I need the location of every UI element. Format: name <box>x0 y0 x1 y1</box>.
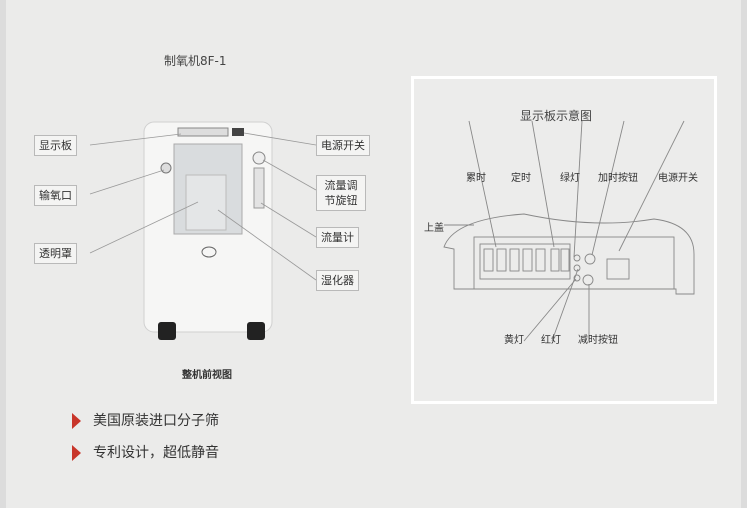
feature-item: 专利设计，超低静音 <box>72 442 219 462</box>
device-caption: 整机前视图 <box>182 370 232 381</box>
panel-drawing <box>443 120 695 342</box>
label-red-light: 红灯 <box>541 335 561 346</box>
feature-item: 美国原装进口分子筛 <box>72 410 219 430</box>
label-add-time-button: 加时按钮 <box>598 173 638 184</box>
feature-text: 专利设计，超低静音 <box>93 445 219 461</box>
label-timer: 定时 <box>511 173 531 184</box>
display-panel-diagram: 显示板示意图 累时 定时 绿灯 加时按钮 电源开关 上盖 黄灯 红灯 减时按钮 <box>411 76 717 404</box>
label-display-panel: 显示板 <box>34 135 77 156</box>
label-oxygen-outlet: 输氧口 <box>34 185 77 206</box>
label-flow-knob: 流量调节旋钮 <box>316 175 366 211</box>
label-green-light: 绿灯 <box>560 173 580 184</box>
label-transparent-cover: 透明罩 <box>34 243 77 264</box>
label-cumulative-time: 累时 <box>466 173 486 184</box>
label-minus-time-button: 减时按钮 <box>578 335 618 346</box>
label-top-cover: 上盖 <box>424 223 444 234</box>
label-power-switch-panel: 电源开关 <box>658 173 698 184</box>
panel-title: 显示板示意图 <box>520 109 593 123</box>
label-yellow-light: 黄灯 <box>504 335 524 346</box>
model-title: 制氧机8F-1 <box>164 54 227 68</box>
label-humidifier: 湿化器 <box>316 270 359 291</box>
oxygen-concentrator-illustration <box>89 121 317 340</box>
bullet-triangle-icon <box>72 413 81 429</box>
bullet-triangle-icon <box>72 445 81 461</box>
product-sheet: 制氧机8F-1 显示板 输氧口 透明罩 电源开关 流量调节旋钮 流量计 湿化器 … <box>6 0 741 508</box>
label-power-switch: 电源开关 <box>316 135 370 156</box>
label-flowmeter: 流量计 <box>316 227 359 248</box>
feature-text: 美国原装进口分子筛 <box>93 413 219 429</box>
